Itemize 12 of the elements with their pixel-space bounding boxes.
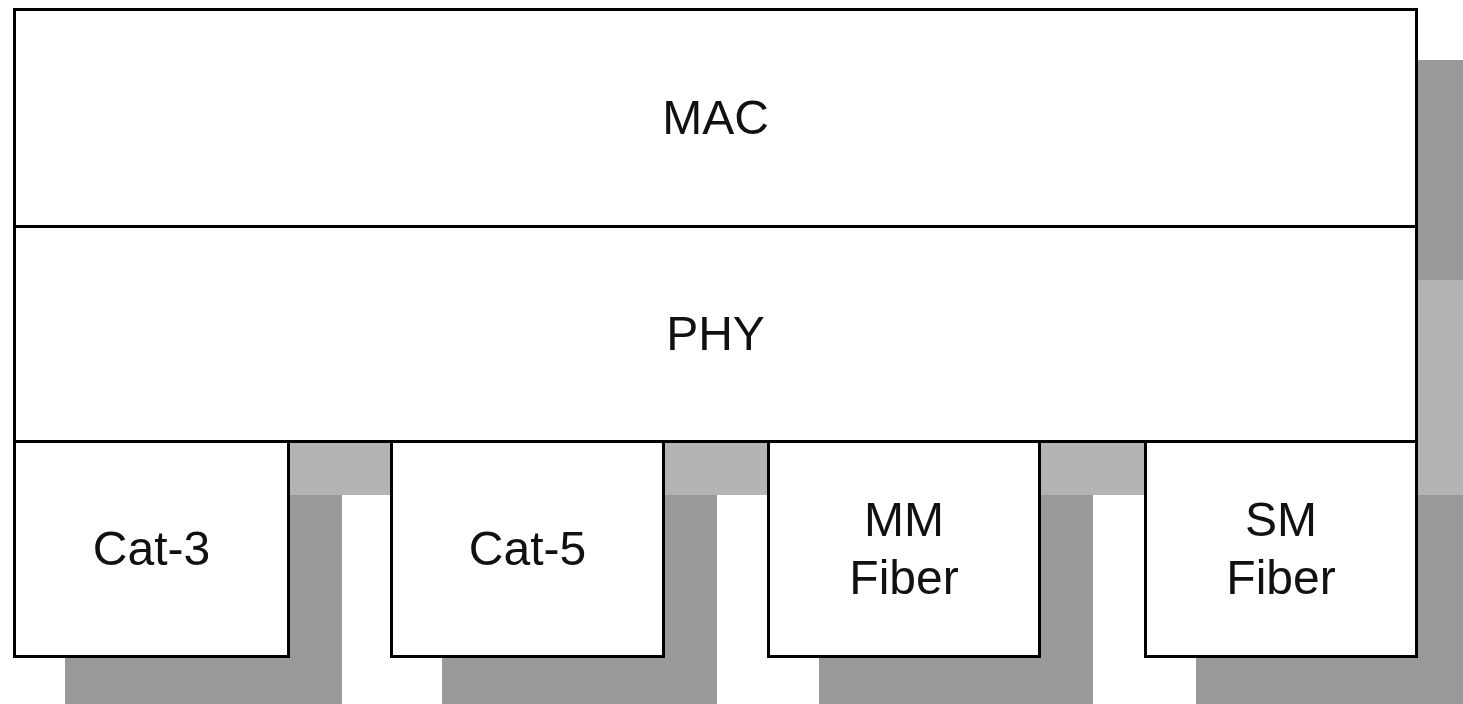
layer-box (1144, 440, 1418, 658)
layer-box (390, 440, 665, 658)
layer-label: SM Fiber (1225, 492, 1337, 606)
layer-box (13, 8, 1418, 228)
layer-box (13, 225, 1418, 443)
layer-label: MAC (662, 90, 769, 147)
layer-label: Cat-5 (468, 521, 587, 578)
layer-label: PHY (666, 306, 765, 363)
layer-box (13, 440, 290, 658)
layer-label: MM Fiber (848, 492, 960, 606)
layer-box (767, 440, 1041, 658)
layer-label: Cat-3 (92, 521, 211, 578)
